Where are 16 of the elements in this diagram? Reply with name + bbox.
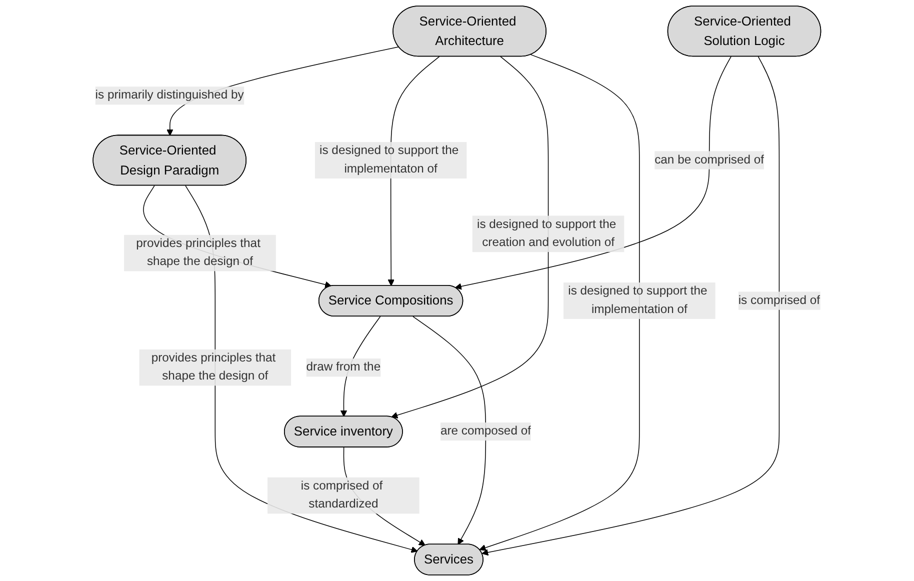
arrow	[455, 56, 732, 290]
edge-label: provides principles that shape the design of	[151, 352, 276, 383]
edge-label: is designed to support the implementaton of	[320, 144, 459, 176]
edge-label: is comprised of	[738, 294, 820, 307]
edge-label: is comprised of standardized	[300, 480, 383, 511]
edge-label: can be comprised of	[654, 153, 764, 166]
arrow	[391, 56, 549, 418]
edge-label: is primarily distinguished by	[95, 88, 244, 102]
arrow	[482, 56, 780, 556]
edge-label: provides principles that shape the design of	[136, 237, 261, 268]
edge-label: are composed of	[440, 424, 532, 438]
edge-label: is designed to support the implementation of	[568, 284, 708, 316]
arrow	[479, 54, 640, 551]
edge-label: draw from the	[306, 360, 381, 374]
edge-label: is designed to support the creation and evolution of	[477, 218, 616, 250]
arrow	[412, 316, 486, 545]
